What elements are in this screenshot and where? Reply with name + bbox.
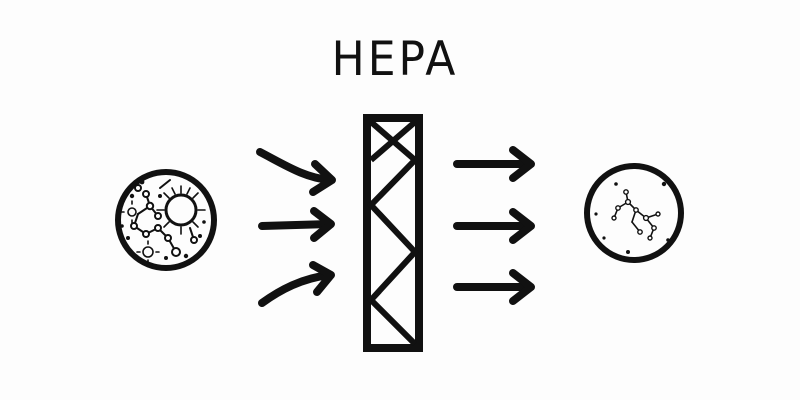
outgoing-arrow-bottom-icon (453, 269, 535, 305)
filter-label: HEPA (331, 31, 459, 88)
outgoing-arrow-top-icon (453, 146, 535, 182)
hepa-filter-icon (363, 114, 423, 352)
incoming-arrow-top-icon (256, 148, 336, 196)
incoming-air-arrows (256, 148, 336, 307)
outgoing-arrow-middle-icon (453, 208, 535, 244)
outgoing-air-arrows (453, 146, 535, 305)
incoming-arrow-middle-icon (258, 207, 335, 242)
incoming-arrow-bottom-icon (258, 261, 335, 307)
clean-air-particles-icon (584, 163, 684, 263)
dirty-air-particles-icon (115, 169, 217, 271)
